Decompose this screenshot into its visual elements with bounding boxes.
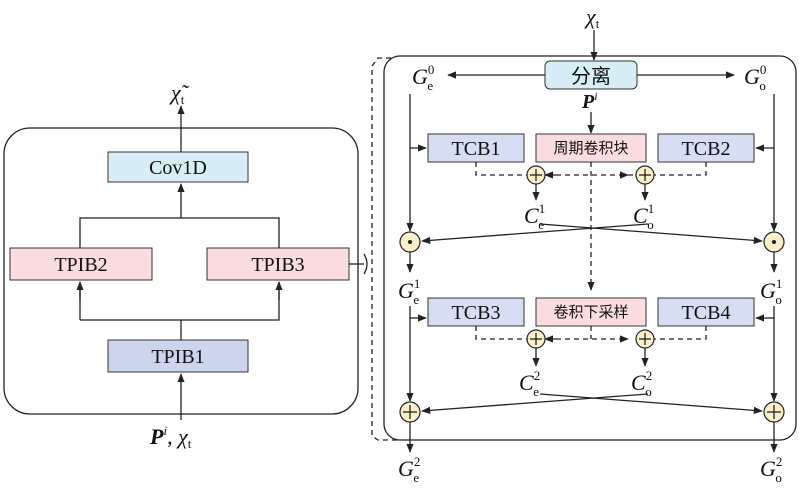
right-container <box>383 55 797 441</box>
tpib3-label: TPIB3 <box>251 254 304 276</box>
tcb2-label: TCB2 <box>682 138 731 160</box>
periodic-conv-box <box>535 133 647 163</box>
split-label: 分离 <box>571 64 611 88</box>
tcb3-label: TCB3 <box>452 302 501 324</box>
cov1d-label: Cov1D <box>149 157 207 179</box>
conv-down-label: 卷积下采样 <box>553 303 628 321</box>
tcb1-label: TCB1 <box>452 138 501 160</box>
right-top-input: χt <box>584 4 600 31</box>
periodic-conv-label: 周期卷积块 <box>553 139 628 157</box>
tpib2-label: TPIB2 <box>54 254 107 276</box>
tpib3-box <box>206 247 350 281</box>
p-label: Pi <box>581 89 598 113</box>
cov1d-box <box>107 151 249 183</box>
tpib2-box <box>9 247 153 281</box>
tcb2-box <box>657 133 755 163</box>
tcb4-box <box>657 297 755 327</box>
tpib1-box <box>107 339 249 373</box>
left-panel: χ̃t Cov1D TPIB2 TPIB3 TPIB1 Pi, χt <box>3 80 368 451</box>
left-output-label: χ̃t <box>169 80 190 107</box>
conv-down-box <box>535 297 647 327</box>
tpib1-label: TPIB1 <box>151 346 204 368</box>
left-input-label: Pi, χt <box>149 423 192 451</box>
tcb4-label: TCB4 <box>682 302 731 324</box>
dashed-bracket <box>371 57 400 441</box>
tcb3-box <box>427 297 525 327</box>
